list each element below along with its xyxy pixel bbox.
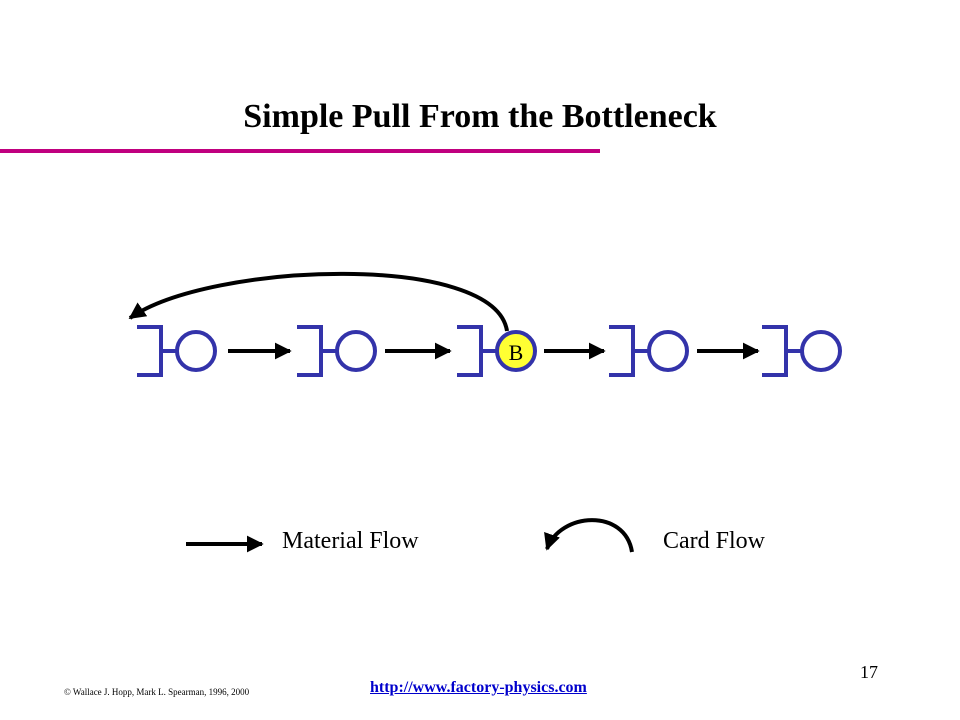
- machine-icon: [800, 330, 842, 372]
- bottleneck-label: B: [509, 340, 524, 365]
- title-underline: [0, 149, 600, 153]
- copyright-notice: © Wallace J. Hopp, Mark L. Spearman, 199…: [64, 687, 250, 697]
- bottleneck-machine-icon: [495, 330, 537, 372]
- card-flow-arc: [128, 271, 509, 332]
- station-5: [762, 325, 842, 377]
- legend-card-flow-label: Card Flow: [663, 528, 765, 554]
- legend-material-flow-label: Material Flow: [282, 528, 419, 554]
- station-4: [609, 325, 689, 377]
- machine-icon: [335, 330, 377, 372]
- legend-card-flow-arrow: [544, 518, 634, 553]
- page-number: 17: [860, 662, 878, 682]
- machine-icon: [647, 330, 689, 372]
- station-1: [137, 325, 217, 377]
- machine-icon: [175, 330, 217, 372]
- station-3-bottleneck: B: [457, 325, 537, 377]
- website-link[interactable]: http://www.factory-physics.com: [370, 679, 587, 696]
- station-2: [297, 325, 377, 377]
- slide-title: Simple Pull From the Bottleneck: [243, 98, 717, 135]
